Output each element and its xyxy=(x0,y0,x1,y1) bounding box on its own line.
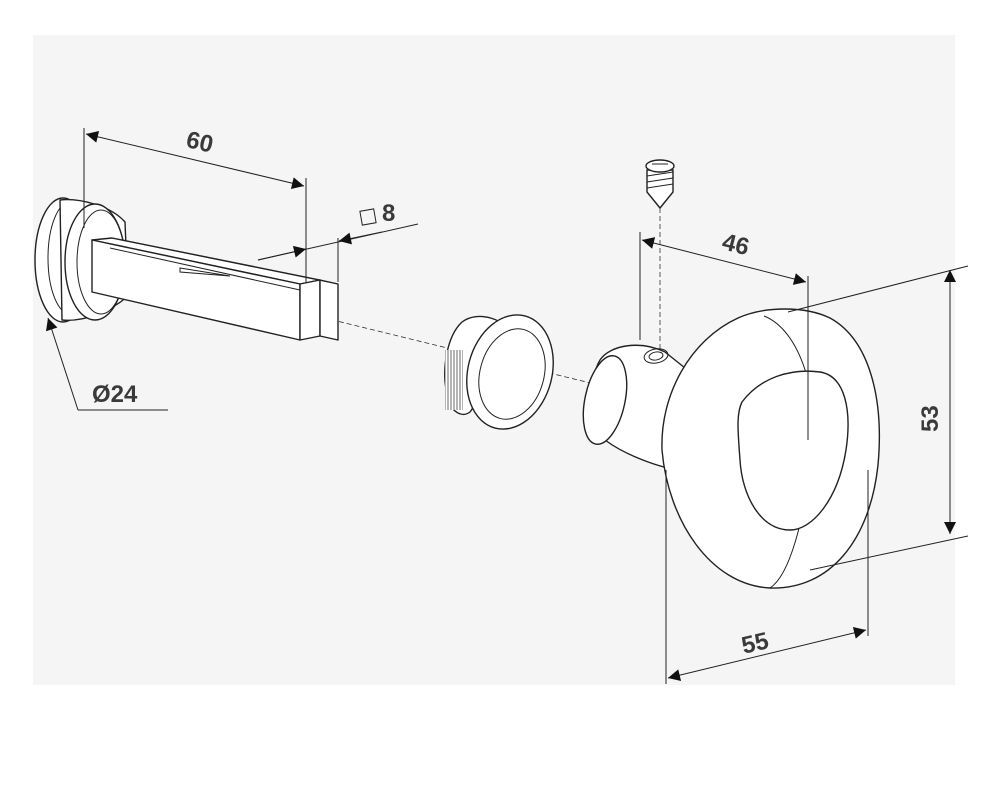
dim-knob-depth-label: 46 xyxy=(719,229,751,262)
dim-spindle-square: 8 xyxy=(257,200,419,282)
dim-rose-diameter: Ø24 xyxy=(46,317,168,411)
bushing-ring xyxy=(444,314,554,430)
dim-spindle-length-label: 60 xyxy=(184,126,216,158)
dim-knob-width: 55 xyxy=(665,470,869,684)
knob xyxy=(582,308,881,589)
dim-knob-width-label: 55 xyxy=(739,627,771,659)
bushing-face xyxy=(466,314,554,430)
rose-with-spindle xyxy=(34,197,339,341)
dim-spindle-length: 60 xyxy=(83,126,307,282)
set-screw xyxy=(645,159,675,209)
dim-rose-diameter-label: Ø24 xyxy=(92,381,138,408)
dim-knob-depth: 46 xyxy=(639,229,809,440)
dim-knob-height: 53 xyxy=(787,265,969,571)
dim-knob-height-label: 53 xyxy=(917,405,944,432)
dim-spindle-square-label: 8 xyxy=(382,200,395,227)
knob-recess xyxy=(737,370,849,531)
